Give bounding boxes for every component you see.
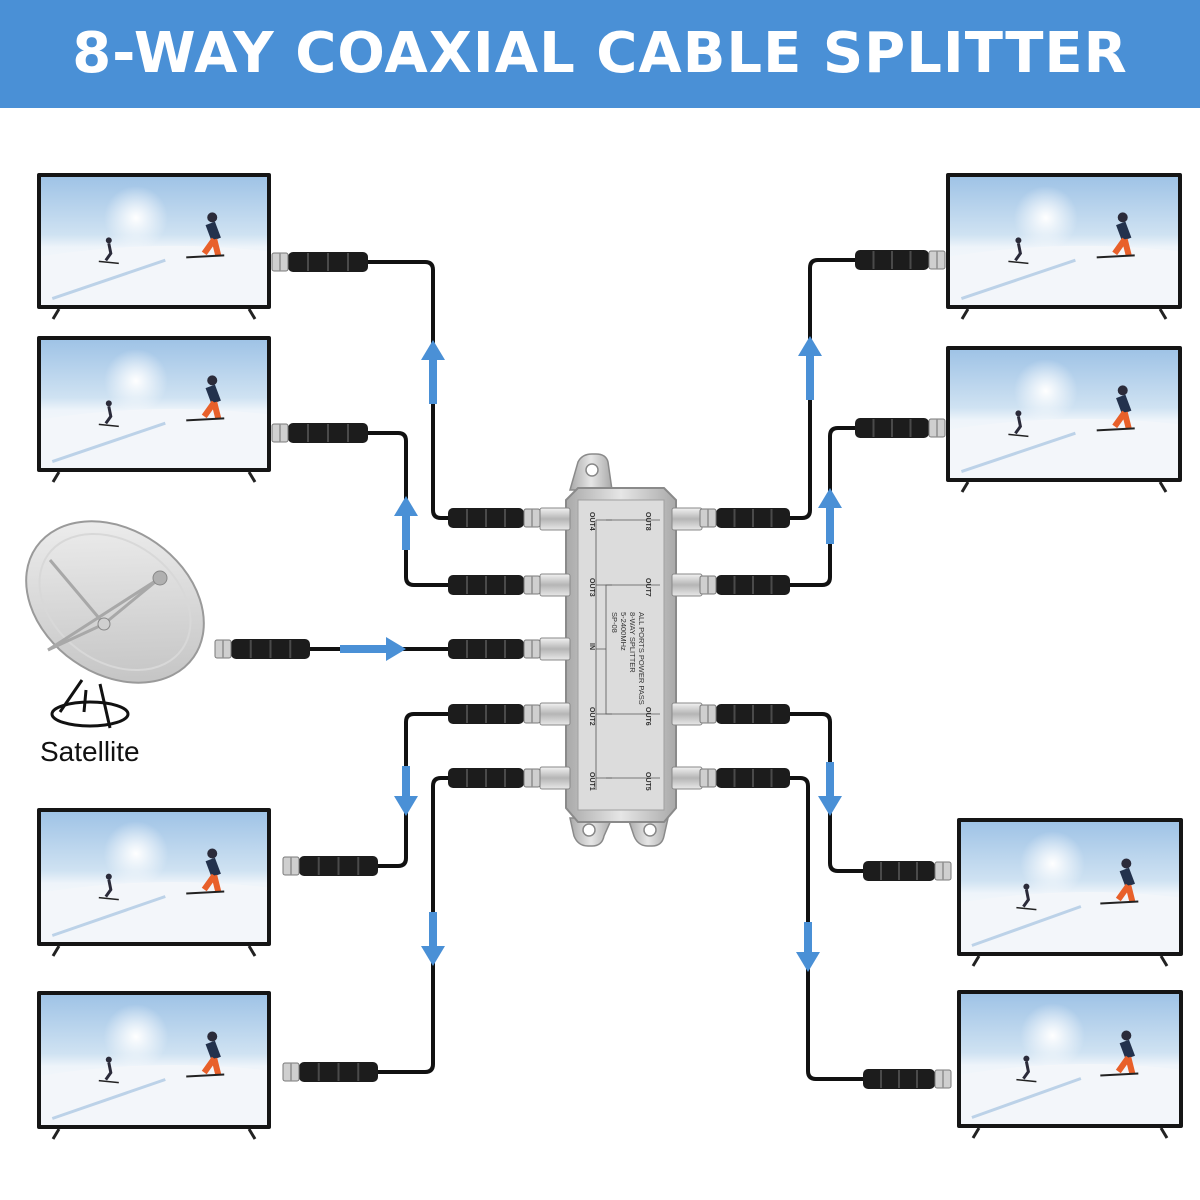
arrow-up-icon <box>818 488 842 544</box>
port-label-out5: OUT5 <box>644 772 651 791</box>
coax-connector-icon <box>282 1062 378 1082</box>
arrow-down-icon <box>394 766 418 816</box>
coax-connector-icon <box>448 508 541 528</box>
tv-icon <box>37 991 271 1140</box>
satellite-dish-icon <box>25 520 205 729</box>
tv-icon <box>37 808 271 957</box>
coax-connector-icon <box>448 768 541 788</box>
coax-connector-icon <box>448 639 541 659</box>
televisions <box>37 173 1183 1140</box>
tv-icon <box>946 173 1182 320</box>
arrow-down-icon <box>421 912 445 966</box>
coax-connector-icon <box>699 508 790 528</box>
coax-connector-icon <box>855 418 946 438</box>
coax-connector-icon <box>699 575 790 595</box>
tv-icon <box>37 173 271 320</box>
coax-connector-icon <box>699 704 790 724</box>
cable-out8 <box>788 258 857 520</box>
splitter-device: OUT4 OUT3 IN OUT2 OUT1 OUT8 OUT7 OUT6 OU… <box>539 453 703 847</box>
splitter-type: 8-WAY SPLITTER <box>628 612 637 673</box>
cable-out1 <box>376 776 450 1074</box>
coax-connector-icon <box>863 1069 952 1089</box>
splitter-ports-left <box>539 507 571 790</box>
coax-connector-icon <box>214 639 310 659</box>
coax-connector-icon <box>282 856 378 876</box>
coax-connector-icon <box>448 575 541 595</box>
coax-connector-icon <box>855 250 946 270</box>
arrow-up-icon <box>798 336 822 400</box>
arrow-down-icon <box>818 762 842 816</box>
port-label-out4: OUT4 <box>588 512 595 531</box>
port-label-out8: OUT8 <box>644 512 651 531</box>
title-banner <box>0 0 1200 108</box>
coax-connector-icon <box>699 768 790 788</box>
splitter-frequency: 5-2400MHz <box>619 612 628 651</box>
port-label-in: IN <box>588 643 595 650</box>
coax-connector-icon <box>863 861 952 881</box>
arrow-up-icon <box>394 496 418 550</box>
splitter-power-pass: ALL PORTS POWER PASS <box>637 612 646 705</box>
arrow-down-icon <box>796 922 820 972</box>
coax-connectors <box>214 250 952 1089</box>
satellite-label: Satellite <box>40 736 140 767</box>
splitter-diagram: OUT4 OUT3 IN OUT2 OUT1 OUT8 OUT7 OUT6 OU… <box>25 173 1183 1140</box>
tv-icon <box>957 818 1183 967</box>
arrow-right-icon <box>340 637 406 661</box>
arrow-up-icon <box>421 340 445 404</box>
coax-connector-icon <box>271 252 368 272</box>
tv-icon <box>946 346 1182 493</box>
coax-connector-icon <box>271 423 368 443</box>
port-label-out3: OUT3 <box>588 578 595 597</box>
page-title: 8-WAY COAXIAL CABLE SPLITTER <box>72 21 1128 86</box>
cable-out2 <box>376 712 450 868</box>
port-label-out6: OUT6 <box>644 707 651 726</box>
port-label-out2: OUT2 <box>588 707 595 726</box>
splitter-model: SP-08 <box>610 612 619 633</box>
port-label-out1: OUT1 <box>588 772 595 791</box>
coax-connector-icon <box>448 704 541 724</box>
tv-icon <box>957 990 1183 1139</box>
tv-icon <box>37 336 271 483</box>
port-label-out7: OUT7 <box>644 578 651 597</box>
arrows <box>340 336 842 972</box>
cable-out5 <box>788 776 865 1081</box>
splitter-ports-right <box>671 507 703 790</box>
